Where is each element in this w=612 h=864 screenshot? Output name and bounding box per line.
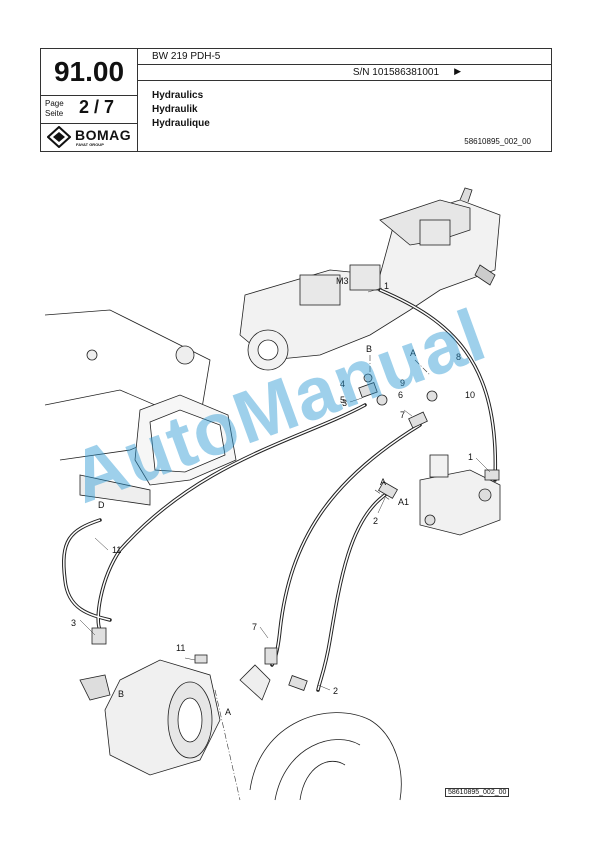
hydraulic-diagram: 1 1 2 2 3 3 4 5 6 7 7 8 9 10 11 11 M3 A … — [44, 187, 501, 801]
callout-7b: 7 — [252, 622, 257, 632]
callout-2a: 2 — [373, 516, 378, 526]
page-label-de: Seite — [45, 109, 64, 118]
callout-3b: 3 — [71, 618, 76, 628]
callout-1a: 1 — [384, 281, 389, 291]
letter-d: D — [98, 500, 105, 510]
hoses-inner — [63, 289, 497, 691]
serial-arrow-icon: ▶ — [454, 66, 461, 76]
drum — [239, 664, 402, 801]
travel-motor — [79, 659, 221, 776]
letter-b: B — [366, 344, 372, 354]
callout-8: 8 — [456, 352, 461, 362]
title-block-left: 91.00 Page Seite 2 / 7 BOMAG FAYAT GROUP — [41, 49, 138, 151]
title-block: 91.00 Page Seite 2 / 7 BOMAG FAYAT GROUP… — [40, 48, 552, 152]
serial-row: S/N 101586381001 ▶ — [138, 65, 551, 81]
callout-3a: 3 — [342, 398, 347, 408]
serial-number: S/N 101586381001 — [352, 67, 439, 78]
valve-block — [419, 454, 501, 536]
page-number: 2 / 7 — [79, 97, 115, 117]
diagram-reference: 58610895_002_00 — [445, 788, 510, 797]
pump-assembly — [239, 187, 501, 371]
callout-9: 9 — [400, 378, 405, 388]
chapter-number: 91.00 — [41, 49, 137, 96]
letter-a: A — [410, 348, 416, 358]
callout-11a: 11 — [112, 545, 121, 555]
logo-text: BOMAG — [75, 127, 132, 143]
page-label: Page Seite — [45, 99, 64, 119]
letter-a-lower: A — [380, 477, 386, 487]
model-name: BW 219 PDH-5 — [138, 49, 551, 65]
callout-1b: 1 — [468, 452, 473, 462]
callout-2b: 2 — [333, 686, 338, 696]
callouts — [79, 287, 491, 691]
leader-lines — [214, 355, 431, 801]
letter-b-motor: B — [118, 689, 124, 699]
letter-m3: M3 — [336, 276, 349, 286]
letter-a1: A1 — [398, 497, 409, 507]
callout-11b: 11 — [176, 643, 185, 653]
title-en: Hydraulics — [152, 90, 204, 101]
logo-subtext: FAYAT GROUP — [76, 142, 104, 147]
title-fr: Hydraulique — [152, 118, 210, 129]
letter-a-motor: A — [225, 707, 231, 717]
callout-10: 10 — [465, 390, 475, 400]
document-number: 58610895_002_00 — [464, 137, 531, 146]
callout-4: 4 — [340, 379, 345, 389]
page-indicator: Page Seite 2 / 7 — [41, 95, 137, 124]
title-de: Hydraulik — [152, 104, 198, 115]
frame-outline — [44, 309, 237, 506]
fittings — [91, 373, 500, 691]
page-label-en: Page — [45, 99, 64, 108]
callout-7a: 7 — [400, 410, 405, 420]
section-titles: Hydraulics Hydraulik Hydraulique — [152, 89, 210, 131]
bomag-diamond-icon — [47, 126, 71, 148]
bomag-logo: BOMAG FAYAT GROUP — [45, 125, 135, 149]
callout-5: 5 — [340, 395, 345, 405]
callout-labels: 1 1 2 2 3 3 4 5 6 7 7 8 9 10 11 11 M3 A … — [71, 276, 475, 717]
callout-6: 6 — [398, 390, 403, 400]
